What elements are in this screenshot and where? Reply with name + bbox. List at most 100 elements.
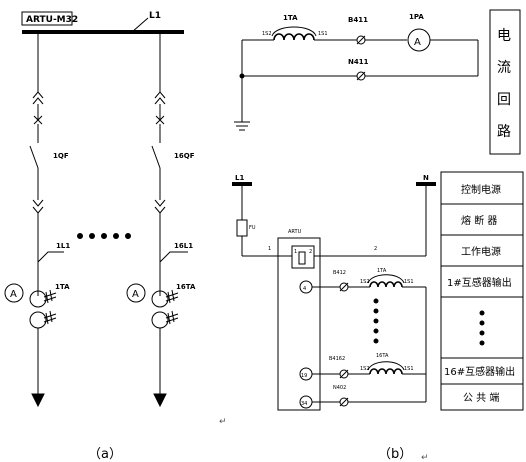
ct-16-core-b — [151, 311, 169, 329]
ammeter-1 — [4, 283, 24, 303]
terminal-b412-slash — [339, 282, 349, 292]
artu-box — [277, 237, 321, 411]
disconnect-16-upper-icon — [154, 91, 166, 105]
return-mark-1: ↵ — [219, 417, 227, 427]
ct-16ta-coil-icon — [369, 368, 403, 375]
legend-common: 公 共 端 — [463, 391, 499, 404]
ammeter-1pa-label: A — [414, 37, 421, 48]
ct-top-terminal-left: 1S2 — [262, 31, 272, 37]
artu-terminal-4-label: 4 — [303, 286, 306, 292]
ammeter-1-label: A — [10, 289, 17, 300]
breaker-16-x-icon — [155, 115, 165, 125]
label-l1: L1 — [235, 174, 244, 182]
bus-label: L1 — [149, 11, 161, 21]
ct-1ta-primary-arc — [367, 274, 405, 284]
breaker-1-x-icon — [33, 115, 43, 125]
artu-pin-1: 1 — [294, 249, 297, 255]
ct-top-label: 1TA — [283, 14, 298, 22]
ct-top-coil-icon — [273, 33, 315, 41]
return-mark-2: ↵ — [421, 453, 429, 462]
feeder-16: 16QF 16L1 16TA A — [126, 34, 196, 408]
legend-ct16-output: 16#互感器输出 — [444, 365, 515, 378]
artu-power-element-icon — [298, 251, 306, 265]
feeder-1: 1QF 1L1 1TA A — [4, 34, 70, 408]
ct-1ta-coil-icon — [369, 281, 403, 288]
feeder-16-load-arrow-icon — [153, 393, 167, 408]
line-16-label: 16L1 — [174, 242, 193, 250]
ground-icon — [234, 121, 250, 131]
function-legend: 控制电源 熔 断 器 工作电源 1#互感器输出 16#互感器输出 公 共 端 — [440, 171, 524, 411]
legend-fuse: 熔 断 器 — [461, 214, 497, 227]
ct-1ta-terminal-right: 1S1 — [404, 279, 414, 285]
ct-top-terminal-right: 1S1 — [318, 31, 328, 37]
artu-label: ARTU — [288, 229, 302, 235]
ammeter-tag: 1PA — [409, 13, 424, 21]
controller-label-box — [21, 11, 73, 26]
loop-junction — [239, 73, 245, 79]
line-16-leader — [159, 251, 188, 263]
current-loop-label-box — [489, 9, 521, 155]
terminal-b411-slash — [356, 35, 366, 45]
ct-1-label: 1TA — [55, 283, 70, 291]
ct-continuation-dots — [373, 298, 379, 344]
legend-working-power: 工作电源 — [461, 245, 501, 258]
breaker-16-label: 16QF — [174, 152, 195, 160]
terminal-n411-slash — [356, 71, 366, 81]
ct-1-hash-b-icon — [43, 310, 57, 325]
terminal-n402-slash — [339, 397, 349, 407]
ct-16-label: 16TA — [176, 283, 196, 291]
label-n: N — [423, 174, 429, 182]
ct-16ta-terminal-right: 1S1 — [404, 366, 414, 372]
current-loop-char-1: 电 — [497, 28, 511, 44]
breaker-16-blade-icon — [151, 145, 161, 169]
current-loop-char-4: 路 — [497, 124, 511, 140]
feeder-continuation-dots — [77, 233, 131, 239]
label-b4162: B4162 — [329, 356, 345, 362]
legend-ct1-output: 1#互感器输出 — [447, 276, 512, 289]
ct-1-core-b — [29, 311, 47, 329]
panel-a: ARTU-M32 L1 1QF 1L1 1TA A — [4, 11, 196, 462]
current-loop-char-3: 回 — [497, 92, 511, 108]
ammeter-16 — [126, 283, 146, 303]
label-n402: N402 — [333, 385, 346, 391]
ct-16-core-a — [151, 290, 169, 308]
wire-2-label: 2 — [374, 246, 377, 252]
artu-terminal-19-label: 19 — [301, 373, 307, 379]
line-1-leader — [37, 251, 64, 263]
ct-16-hash-a-icon — [165, 289, 179, 304]
ct-16ta-terminal-left: 1S2 — [360, 366, 370, 372]
ct-1ta-label: 1TA — [377, 268, 387, 274]
legend-frame — [440, 171, 524, 411]
fuse-icon — [236, 219, 248, 237]
ct-16ta-primary-arc — [367, 361, 405, 371]
disconnect-16-lower-icon — [154, 199, 166, 214]
legend-control-power: 控制电源 — [461, 183, 501, 196]
artu-terminal-34-label: 34 — [301, 401, 307, 407]
ct-top-primary-arc — [271, 26, 317, 37]
bus-label-leader — [131, 17, 149, 33]
line-1-label: 1L1 — [56, 242, 70, 250]
breaker-1-label: 1QF — [53, 152, 69, 160]
label-b412: B412 — [333, 270, 346, 276]
feeder-1-load-arrow-icon — [31, 393, 45, 408]
controller-label: ARTU-M32 — [26, 15, 78, 25]
label-n411: N411 — [348, 58, 369, 66]
caption-a: （a） — [88, 447, 122, 462]
panel-b-current-loop: 1TA 1S2 1S1 B411 A 1PA N411 电 流 回 路 — [234, 9, 521, 155]
ct-1-hash-a-icon — [43, 289, 57, 304]
ct-1ta-terminal-left: 1S2 — [360, 279, 370, 285]
fuse-label: FU — [249, 225, 256, 231]
ammeter-16-label: A — [132, 289, 139, 300]
disconnect-1-upper-icon — [32, 91, 44, 105]
disconnect-1-lower-icon — [32, 199, 44, 214]
artu-pin-2: 2 — [309, 249, 312, 255]
ct-16-hash-b-icon — [165, 310, 179, 325]
artu-inner-box — [291, 245, 315, 269]
wire-1-label: 1 — [268, 246, 271, 252]
label-b411: B411 — [348, 16, 368, 24]
current-loop-char-2: 流 — [497, 60, 511, 76]
caption-b: （b） — [378, 447, 412, 462]
terminal-b4162-slash — [339, 369, 349, 379]
ct-16ta-label: 16TA — [376, 353, 389, 359]
